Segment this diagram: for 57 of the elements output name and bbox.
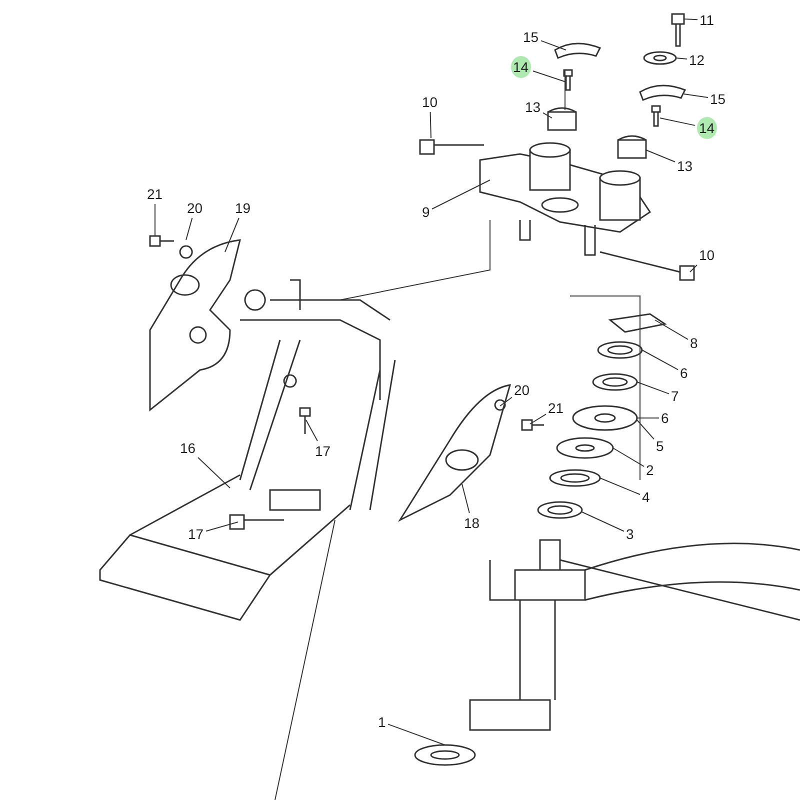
leader-line [388, 724, 446, 746]
callout-number: 4 [642, 489, 650, 505]
leader-line [636, 420, 654, 440]
leader-line [198, 457, 230, 488]
leader-line [600, 478, 640, 496]
callout-number: 10 [699, 247, 715, 263]
callout-number: 21 [548, 400, 564, 416]
leader-line [642, 350, 678, 370]
callout-number: 16 [180, 440, 196, 456]
leader-line [532, 70, 566, 82]
leader-line [646, 150, 676, 162]
callout-number: 9 [422, 204, 430, 220]
leader-line [684, 18, 698, 20]
leader-line [224, 218, 240, 252]
leader-line [636, 382, 670, 394]
callout-number: 6 [661, 410, 669, 426]
leader-line [462, 484, 470, 514]
callout-number: 1 [378, 714, 386, 730]
callout-number: 8 [690, 335, 698, 351]
leader-line [654, 320, 688, 340]
callout-number: 14 [511, 56, 531, 78]
callout-number: 12 [689, 52, 705, 68]
leader-line [676, 58, 688, 60]
callout-number: 14 [697, 117, 717, 139]
callout-number: 13 [677, 158, 693, 174]
callout-number: 20 [187, 200, 203, 216]
callout-number: 17 [188, 526, 204, 542]
callout-number: 13 [525, 99, 541, 115]
leader-line [206, 522, 238, 532]
callout-number: 21 [147, 186, 163, 202]
leader-line [500, 396, 512, 406]
leader-line [154, 204, 156, 236]
callout-number: 20 [514, 382, 530, 398]
callout-number: 10 [422, 94, 438, 110]
leader-line [582, 512, 624, 532]
callout-number: 3 [626, 526, 634, 542]
callout-number: 7 [671, 388, 679, 404]
callout-number: 6 [680, 365, 688, 381]
callout-number: 18 [464, 515, 480, 531]
callout-number: 5 [656, 438, 664, 454]
callout-number: 11 [700, 12, 714, 28]
callout-number: 15 [710, 91, 726, 107]
leader-line [540, 40, 566, 50]
callout-number: 2 [646, 462, 654, 478]
leader-line [542, 112, 552, 118]
callout-number: 17 [315, 443, 331, 459]
leader-line [660, 118, 696, 126]
leader-line [690, 264, 698, 272]
callout-number: 19 [235, 200, 251, 216]
leader-line [684, 94, 708, 98]
leader-line [612, 448, 644, 467]
callout-number: 15 [523, 29, 539, 45]
leader-line [306, 420, 318, 442]
leader-line [432, 180, 490, 210]
leader-line [430, 112, 432, 138]
leader-line [530, 414, 546, 424]
leader-line [186, 218, 193, 240]
